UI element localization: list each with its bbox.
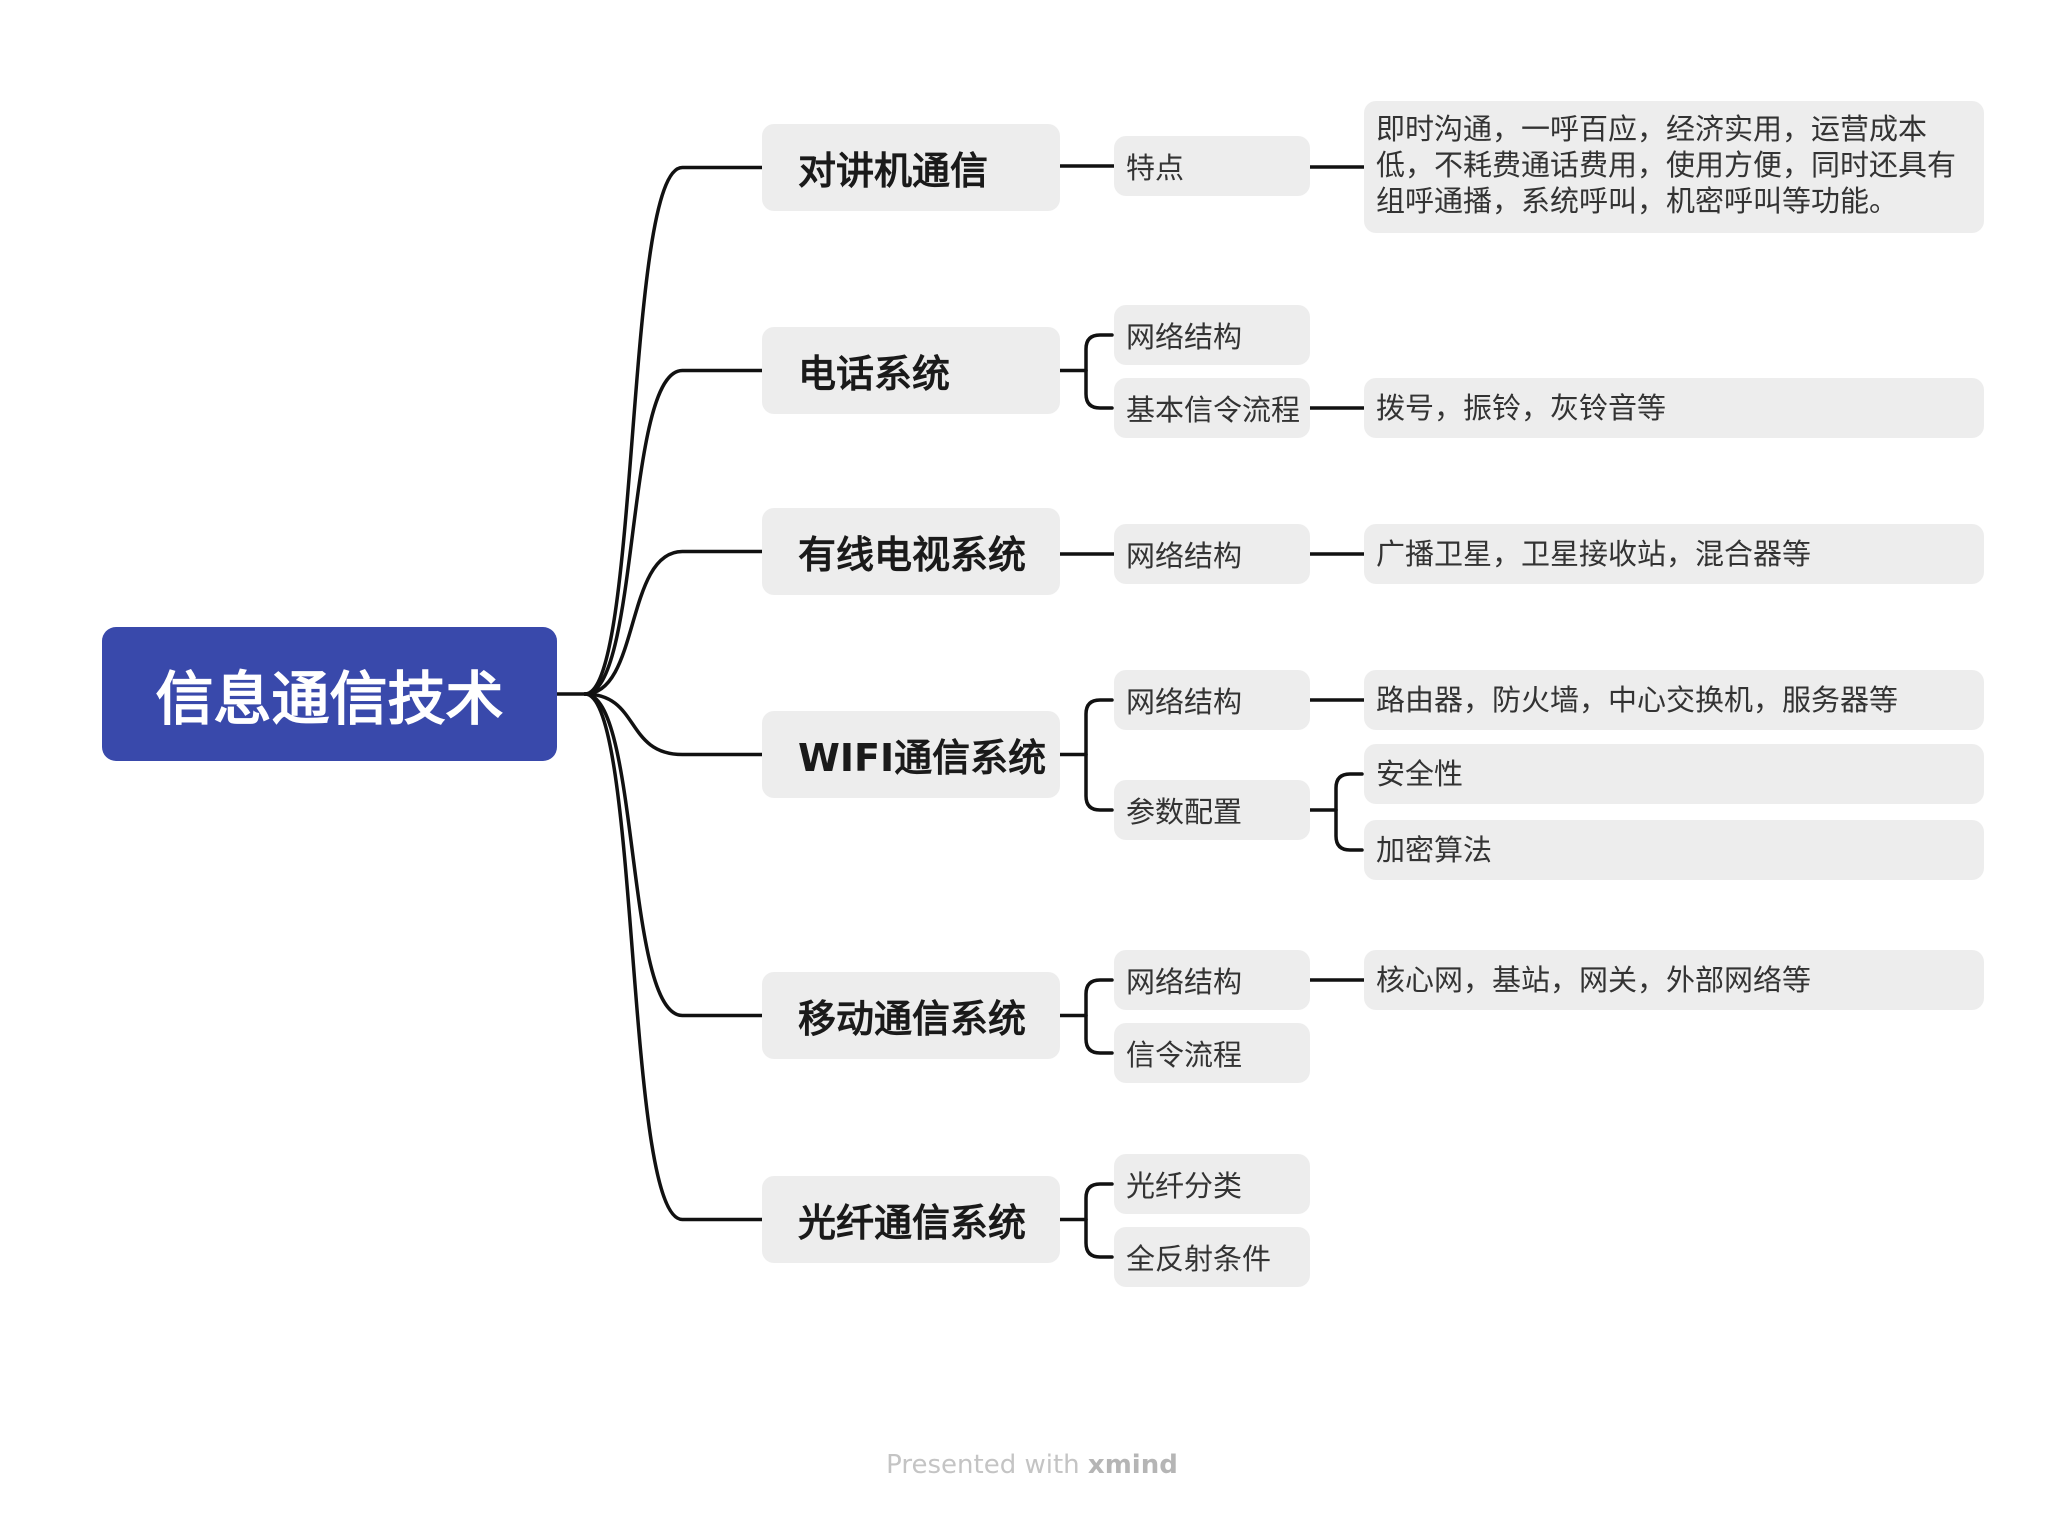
subtopic-label: 特点: [1126, 151, 1185, 185]
subtopic-signaling-flow[interactable]: 基本信令流程: [1114, 378, 1310, 438]
bracket-connector: [1084, 698, 1114, 812]
subtopic-label: 网络结构: [1126, 685, 1243, 719]
leaf-topic-core-network[interactable]: 核心网，基站，网关，外部网络等: [1364, 950, 1984, 1010]
subtopic-label: 参数配置: [1126, 795, 1243, 829]
subtopic-network-structure[interactable]: 网络结构: [1114, 950, 1310, 1010]
branch-topic-label: WIFI通信系统: [798, 736, 1047, 780]
xmind-brand: xmind: [1087, 1450, 1178, 1480]
branch-topic-cable-tv[interactable]: 有线电视系统: [762, 508, 1060, 595]
leaf-topic-router[interactable]: 路由器，防火墙，中心交换机，服务器等: [1364, 670, 1984, 730]
subtopic-label: 信令流程: [1126, 1038, 1243, 1072]
root-to-branch-connector: [583, 165, 764, 696]
branch-topic-wifi[interactable]: WIFI通信系统: [762, 711, 1060, 798]
branch-topic-label: 电话系统: [798, 352, 951, 396]
subtopic-label: 网络结构: [1126, 320, 1243, 354]
leaf-topic-label: 加密算法: [1376, 833, 1493, 867]
leaf-topic-label: 即时沟通，一呼百应，经济实用，运营成本低，不耗费通话费用，使用方便，同时还具有组…: [1376, 112, 1957, 218]
root-to-branch-connector: [583, 692, 764, 757]
branch-topic-label: 光纤通信系统: [798, 1201, 1027, 1245]
leaf-topic-label: 核心网，基站，网关，外部网络等: [1376, 963, 1812, 997]
subtopic-label: 光纤分类: [1126, 1169, 1243, 1203]
branch-topic-mobile[interactable]: 移动通信系统: [762, 972, 1060, 1059]
subtopic-fiber-types[interactable]: 光纤分类: [1114, 1154, 1310, 1214]
leaf-topic-satellite[interactable]: 广播卫星，卫星接收站，混合器等: [1364, 524, 1984, 584]
subtopic-parameter-config[interactable]: 参数配置: [1114, 780, 1310, 840]
bracket-connector: [1334, 772, 1364, 852]
root-to-branch-connector: [583, 549, 764, 696]
branch-topic-fiber[interactable]: 光纤通信系统: [762, 1176, 1060, 1263]
subtopic-network-structure[interactable]: 网络结构: [1114, 305, 1310, 365]
subtopic-network-structure[interactable]: 网络结构: [1114, 524, 1310, 584]
leaf-topic-features-detail[interactable]: 即时沟通，一呼百应，经济实用，运营成本低，不耗费通话费用，使用方便，同时还具有组…: [1364, 101, 1984, 233]
leaf-topic-label: 安全性: [1376, 757, 1464, 791]
subtopic-signaling-flow[interactable]: 信令流程: [1114, 1023, 1310, 1083]
root-to-branch-connector: [583, 368, 764, 696]
leaf-topic-dial-ring[interactable]: 拨号，振铃，灰铃音等: [1364, 378, 1984, 438]
subtopic-label: 网络结构: [1126, 539, 1243, 573]
subtopic-network-structure[interactable]: 网络结构: [1114, 670, 1310, 730]
leaf-topic-security[interactable]: 安全性: [1364, 744, 1984, 804]
leaf-topic-label: 路由器，防火墙，中心交换机，服务器等: [1376, 683, 1899, 717]
bracket-connector: [1084, 1182, 1114, 1259]
leaf-topic-label: 拨号，振铃，灰铃音等: [1376, 391, 1667, 425]
leaf-topic-encryption[interactable]: 加密算法: [1364, 820, 1984, 880]
presented-with-footer: Presented with xmind: [0, 1450, 2064, 1480]
root-topic-label: 信息通信技术: [155, 665, 504, 733]
subtopic-label: 基本信令流程: [1126, 393, 1301, 427]
root-topic[interactable]: 信息通信技术: [102, 627, 557, 761]
branch-topic-telephone[interactable]: 电话系统: [762, 327, 1060, 414]
bracket-connector: [1084, 333, 1114, 410]
subtopic-total-reflection[interactable]: 全反射条件: [1114, 1227, 1310, 1287]
subtopic-label: 全反射条件: [1126, 1242, 1272, 1276]
root-to-branch-connector: [583, 692, 764, 1222]
subtopic-label: 网络结构: [1126, 965, 1243, 999]
branch-topic-label: 对讲机通信: [798, 149, 989, 193]
branch-topic-label: 有线电视系统: [798, 533, 1027, 577]
subtopic-features[interactable]: 特点: [1114, 136, 1310, 196]
leaf-topic-label: 广播卫星，卫星接收站，混合器等: [1376, 537, 1812, 571]
bracket-connector: [1084, 978, 1114, 1055]
branch-topic-label: 移动通信系统: [798, 997, 1027, 1041]
footer-prefix: Presented with: [886, 1450, 1088, 1480]
root-to-branch-connector: [583, 692, 764, 1018]
branch-topic-intercom[interactable]: 对讲机通信: [762, 124, 1060, 211]
